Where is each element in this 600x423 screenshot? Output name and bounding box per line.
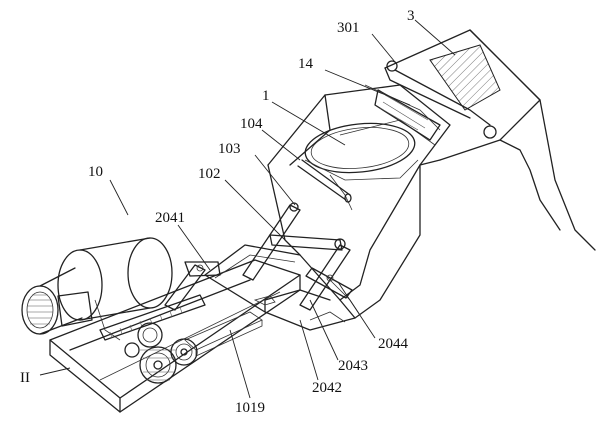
- label-2042: 2042: [312, 380, 342, 396]
- leader-2043: [309, 299, 339, 361]
- housing: [364, 29, 596, 251]
- label-2043: 2043: [338, 358, 368, 374]
- leader-103: [254, 154, 296, 206]
- leader-1: [271, 101, 346, 146]
- leader-3: [414, 19, 456, 56]
- gear-train: [124, 322, 198, 384]
- feed-channel: [204, 244, 356, 331]
- hopper: [267, 84, 451, 319]
- label-104: 104: [240, 116, 263, 132]
- label-301: 301: [337, 20, 360, 36]
- label-14: 14: [298, 56, 314, 72]
- leader-104: [261, 129, 301, 161]
- leader-lines: [39, 19, 456, 399]
- leader-2044: [337, 281, 376, 339]
- label-2044: 2044: [378, 336, 409, 352]
- label-3: 3: [407, 8, 415, 24]
- leader-1019: [229, 329, 251, 399]
- reference-labels: 3 301 14 1 104 103 102 10 2041 II 1019 2…: [20, 8, 415, 416]
- leader-301: [371, 33, 396, 63]
- leader-102: [224, 179, 286, 241]
- label-1: 1: [262, 88, 270, 104]
- motor: [21, 237, 206, 341]
- label-1019: 1019: [235, 400, 265, 416]
- base-frame: [49, 259, 301, 413]
- leader-II: [39, 367, 71, 376]
- label-102: 102: [198, 166, 221, 182]
- leader-2042: [299, 319, 319, 381]
- label-103: 103: [218, 141, 241, 157]
- leader-14: [324, 69, 411, 106]
- label-10: 10: [88, 164, 103, 180]
- crank-arm: [164, 261, 221, 311]
- rod: [297, 159, 352, 203]
- label-2041: 2041: [155, 210, 185, 226]
- leader-10: [109, 179, 129, 216]
- label-II: II: [20, 370, 30, 386]
- leader-2041: [177, 224, 211, 271]
